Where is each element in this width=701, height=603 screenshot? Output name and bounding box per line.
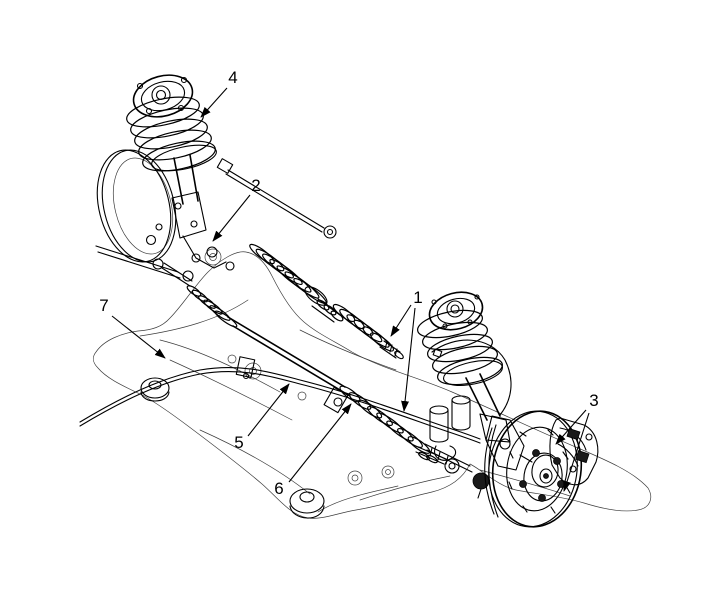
rack-boot-left [186,285,238,328]
lower-arm-left [95,245,194,282]
drive-shaft-right-stub [415,446,460,474]
strut-top-mount-left [132,74,194,118]
callout-number-6: 6 [274,479,283,498]
subframe-crossmember [92,248,652,519]
brake-caliper [549,417,599,486]
callout-leader-arrow [288,403,352,483]
callout-number-4: 4 [228,68,237,87]
callout-number-5: 5 [234,433,243,452]
cv-boot-outer [249,243,328,306]
brake-disc-assembly [484,410,599,528]
steering-gear-assembly [152,258,490,499]
stabilizer-bar [79,356,481,444]
strut-assembly-right [417,291,533,471]
callout-7: 7 [99,296,166,359]
brake-hose [431,339,512,416]
knuckle-left [182,235,235,271]
callout-number-1: 1 [413,288,422,307]
pinion-housing [429,395,471,461]
subframe-bushing-front [289,488,325,519]
callout-3: 3 [555,391,599,492]
cv-boot-inner [332,303,395,352]
callout-number-3: 3 [589,391,598,410]
callout-leader-arrow [401,307,416,412]
callout-leader-arrow [247,383,290,437]
subframe-bolt-bosses [204,248,395,486]
axle-spline-stub [379,340,404,360]
callout-leader-arrow [390,304,412,337]
callout-leader-arrow [111,315,166,359]
strut-assembly-left [95,74,337,282]
callout-2: 2 [212,176,261,242]
drive-shaft-left [249,243,404,360]
callout-leader-arrow [563,412,590,492]
callouts-layer: 1 2 3 4 5 6 7 [99,68,598,498]
callout-1: 1 [390,288,423,412]
stabilizer-bushing-clamp [235,356,256,380]
callout-leader-arrow [555,409,587,445]
dust-shield [96,149,177,263]
callout-number-2: 2 [251,176,260,195]
callout-leader-arrow [200,87,228,118]
callout-5: 5 [234,383,290,452]
coil-spring-right [417,309,503,386]
strut-body-left [171,154,207,239]
disc-rotor [484,410,583,528]
rack-boot-right [339,385,431,454]
stabilizer-link [216,158,337,239]
callout-4: 4 [200,68,238,118]
callout-6: 6 [274,403,352,498]
callout-number-7: 7 [99,296,108,315]
callout-leader-arrow [212,194,251,242]
subframe-bushing-left [140,377,170,402]
